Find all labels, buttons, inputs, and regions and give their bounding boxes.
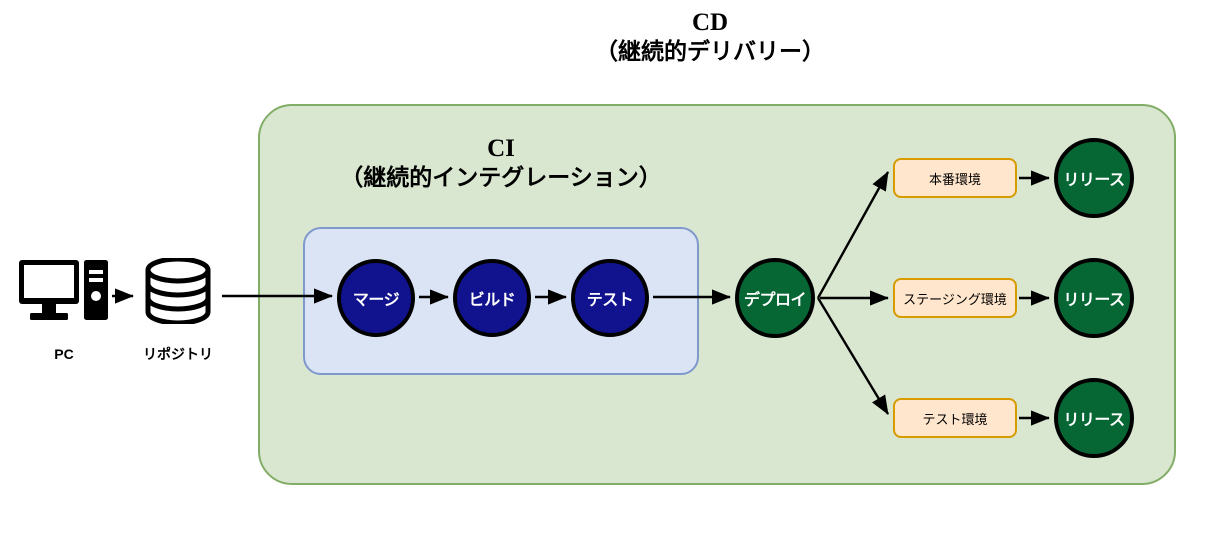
environment-production[interactable]: 本番環境 (893, 158, 1017, 198)
release-node-staging-label: リリース (1063, 292, 1125, 309)
ci-stage-test-label: テスト (586, 292, 634, 309)
ci-title: CI （継続的インテグレーション） (295, 134, 707, 204)
environment-staging-label: ステージング環境 (903, 291, 1007, 307)
environment-test-label: テスト環境 (922, 411, 988, 427)
ci-stage-merge-label: マージ (352, 292, 400, 309)
deploy-node-label: デプロイ (743, 292, 807, 309)
desktop-computer-icon (18, 258, 110, 322)
release-node-test-label: リリース (1063, 412, 1125, 429)
pc-label: PC (54, 346, 74, 362)
cd-title: CD （継続的デリバリー） (480, 8, 940, 78)
ci-stage-test[interactable]: テスト (571, 259, 649, 337)
environment-staging[interactable]: ステージング環境 (893, 278, 1017, 318)
environment-production-label: 本番環境 (928, 171, 981, 187)
ci-title-line2: （継続的インテグレーション） (340, 163, 662, 190)
environment-test[interactable]: テスト環境 (893, 398, 1017, 438)
arrow-deploy-to-production (816, 171, 890, 299)
arrow-deploy-to-test-env (816, 297, 890, 415)
ci-stage-build-label: ビルド (468, 292, 516, 309)
database-cylinder-icon (138, 258, 218, 324)
ci-stage-build[interactable]: ビルド (453, 259, 531, 337)
ci-stage-merge[interactable]: マージ (337, 259, 415, 337)
cd-title-line2: （継続的デリバリー） (595, 37, 825, 64)
repository-label: リポジトリ (143, 346, 213, 362)
release-node-staging[interactable]: リリース (1054, 258, 1134, 338)
cd-title-line1: CD (691, 9, 729, 36)
release-node-production[interactable]: リリース (1054, 138, 1134, 218)
deploy-node[interactable]: デプロイ (735, 258, 815, 338)
release-node-test[interactable]: リリース (1054, 378, 1134, 458)
ci-title-line1: CI (487, 135, 515, 162)
release-node-production-label: リリース (1063, 172, 1125, 189)
